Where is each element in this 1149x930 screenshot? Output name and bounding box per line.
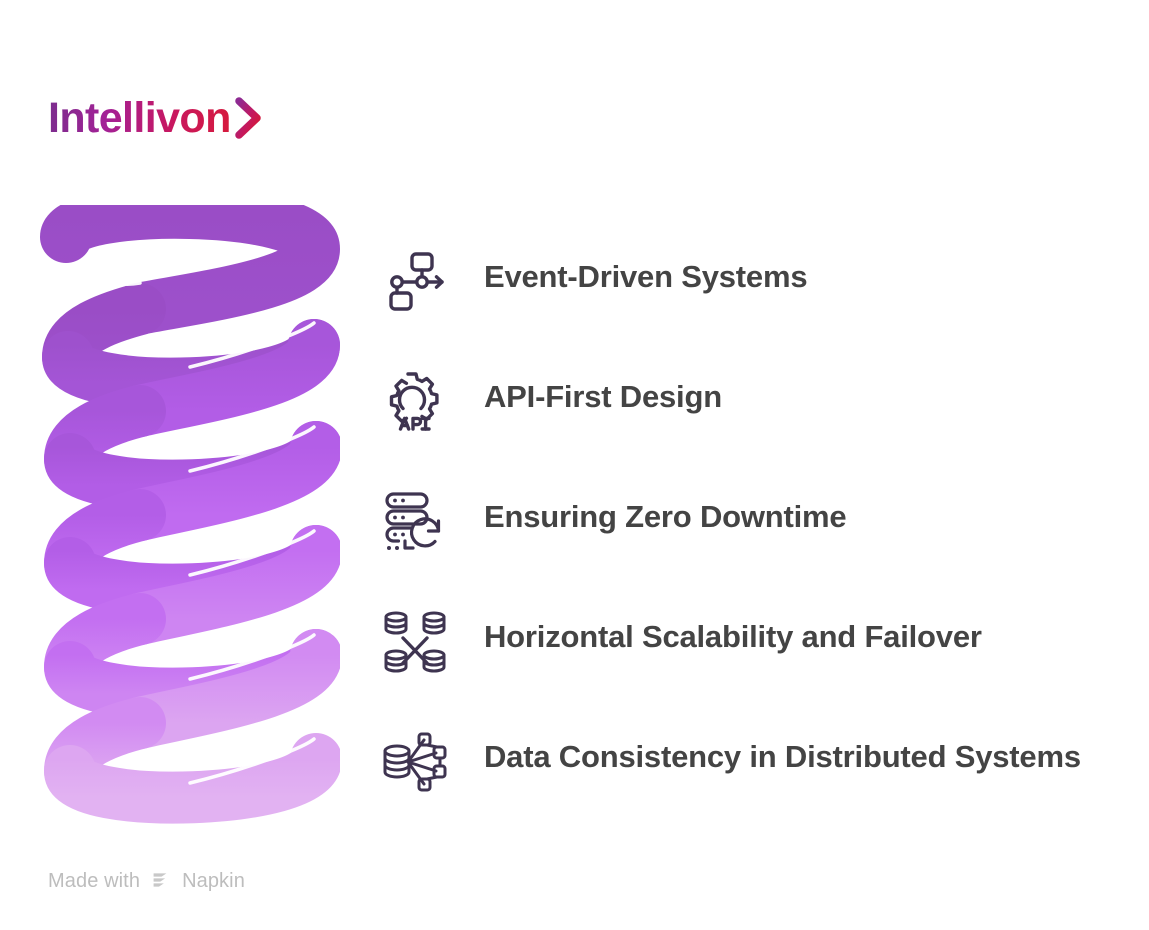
napkin-logo-icon [153, 872, 167, 887]
database-cluster-icon [378, 605, 452, 679]
spiral-coil-illustration [40, 205, 340, 824]
chevron-right-icon [234, 97, 261, 139]
list-item-label: Ensuring Zero Downtime [484, 499, 847, 534]
brand-wordmark: Intellivon [48, 93, 231, 142]
list-item[interactable]: Event-Driven Systems [378, 240, 1118, 360]
list-item[interactable]: API-First Design [378, 360, 1118, 480]
list-item-label: API-First Design [484, 379, 722, 414]
list-item[interactable]: Data Consistency in Distributed Systems [378, 720, 1118, 850]
list-item[interactable]: Horizontal Scalability and Failover [378, 600, 1118, 720]
list-item[interactable]: Ensuring Zero Downtime [378, 480, 1118, 600]
feature-list: Event-Driven Systems API-First Design [378, 240, 1118, 850]
server-refresh-icon [378, 485, 452, 559]
footer-made-with-label: Made with [48, 869, 141, 892]
spiral-graphic [40, 205, 340, 845]
brand-logo: Intellivon [48, 92, 263, 144]
list-item-label: Event-Driven Systems [484, 259, 808, 294]
api-gear-icon [378, 365, 452, 439]
event-flow-icon [378, 245, 452, 319]
list-item-label: Data Consistency in Distributed Systems [484, 739, 1081, 774]
list-item-label: Horizontal Scalability and Failover [484, 619, 982, 654]
footer-brand-label: Napkin [182, 869, 245, 892]
distributed-database-icon [378, 725, 452, 799]
footer-attribution: Made with Napkin [48, 866, 245, 896]
